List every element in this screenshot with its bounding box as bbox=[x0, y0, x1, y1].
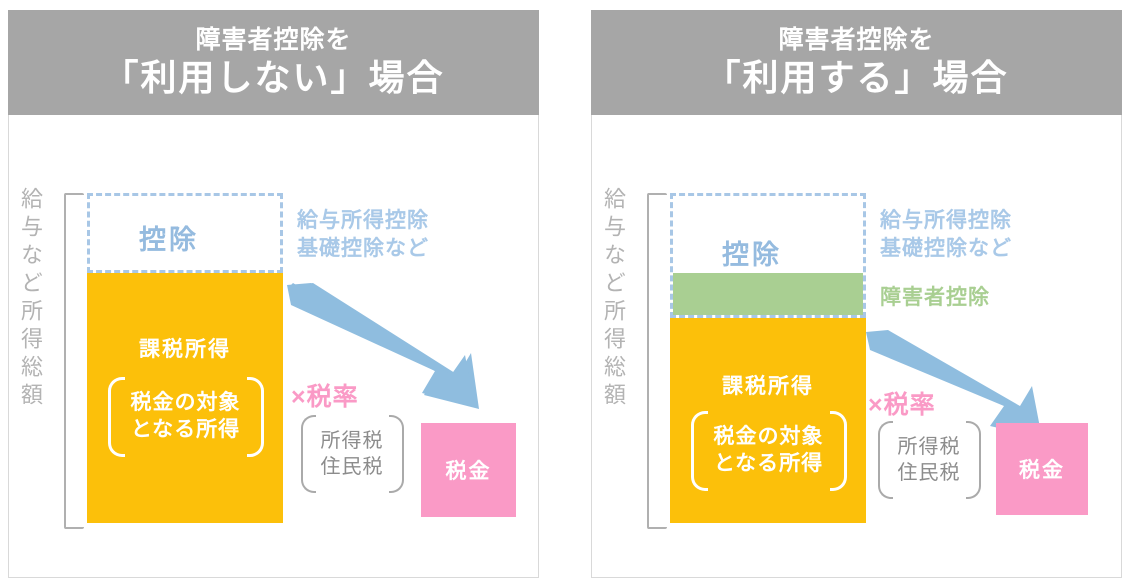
disability-deduction-note: 障害者控除 bbox=[880, 286, 990, 309]
deduction-note-line2: 基礎控除など bbox=[297, 237, 429, 261]
total-income-bracket bbox=[647, 193, 667, 529]
taxable-income-bracket-line2: となる所得 bbox=[713, 452, 824, 475]
bracket-left bbox=[300, 415, 316, 493]
tax-rate-bracket-line1: 所得税 bbox=[897, 436, 961, 458]
deduction-note-line2: 基礎控除など bbox=[880, 237, 1012, 261]
panel-header: 障害者控除を 「利用しない」場合 bbox=[8, 10, 539, 115]
bracket-left bbox=[877, 421, 893, 499]
panel-header-line1: 障害者控除を bbox=[195, 26, 352, 55]
total-income-label: 給与など所得総額 bbox=[601, 187, 626, 411]
taxable-income-title: 課税所得 bbox=[139, 338, 231, 361]
deduction-note-line1: 給与所得控除 bbox=[297, 209, 429, 232]
bracket-right bbox=[965, 421, 981, 499]
disability-deduction-band bbox=[673, 273, 863, 315]
tax-rate-bracket: 所得税 住民税 bbox=[291, 415, 413, 493]
deduction-note: 給与所得控除 基礎控除など bbox=[297, 207, 429, 264]
panel-header: 障害者控除を 「利用する」場合 bbox=[591, 10, 1122, 115]
bracket-right bbox=[388, 415, 404, 493]
taxable-income-bracket-text: 税金の対象 となる所得 bbox=[125, 388, 247, 446]
tax-label: 税金 bbox=[445, 460, 492, 483]
tax-calculation-arrow bbox=[866, 330, 1042, 438]
tax-box: 税金 bbox=[996, 423, 1088, 515]
panel-without-deduction: 障害者控除を 「利用しない」場合 給与など所得総額 控除 給与所得控除 基礎控除… bbox=[8, 10, 539, 578]
tax-label: 税金 bbox=[1019, 459, 1065, 482]
deduction-label: 控除 bbox=[722, 240, 782, 270]
bracket-right bbox=[829, 411, 847, 491]
taxable-income-bracket-line1: 税金の対象 bbox=[713, 425, 824, 449]
total-income-label: 給与など所得総額 bbox=[18, 187, 43, 411]
taxable-income-bracket-line2: となる所得 bbox=[130, 418, 241, 441]
total-income-bracket bbox=[64, 193, 84, 529]
deduction-box bbox=[87, 193, 283, 273]
taxable-income-bracket: 税金の対象 となる所得 bbox=[104, 377, 267, 457]
taxable-income-title: 課税所得 bbox=[722, 375, 814, 398]
panel-header-line2: 「利用しない」場合 bbox=[102, 56, 445, 98]
deduction-label: 控除 bbox=[139, 225, 199, 255]
bracket-right bbox=[246, 377, 264, 457]
deduction-note: 給与所得控除 基礎控除など bbox=[880, 207, 1012, 264]
tax-rate-bracket-line2: 住民税 bbox=[897, 462, 961, 484]
tax-calculation-arrow bbox=[287, 283, 479, 409]
deduction-note-line1: 給与所得控除 bbox=[880, 209, 1012, 232]
bracket-left bbox=[690, 411, 708, 491]
taxable-income-box bbox=[87, 273, 283, 523]
panel-with-deduction: 障害者控除を 「利用する」場合 給与など所得総額 控除 給与所得控除 基礎控除な… bbox=[591, 10, 1122, 578]
tax-box: 税金 bbox=[421, 423, 516, 517]
tax-rate-bracket-text: 所得税 住民税 bbox=[316, 426, 389, 482]
panel-body: 給与など所得総額 控除 給与所得控除 基礎控除など 課税所得 税金の対象 となる… bbox=[8, 115, 539, 578]
panel-header-line1: 障害者控除を bbox=[778, 26, 935, 55]
taxable-income-bracket-line1: 税金の対象 bbox=[130, 391, 241, 415]
tax-rate-bracket-line2: 住民税 bbox=[320, 456, 384, 478]
tax-rate-bracket-line1: 所得税 bbox=[320, 430, 384, 452]
panel-header-line2: 「利用する」場合 bbox=[704, 56, 1009, 98]
panel-body: 給与など所得総額 控除 給与所得控除 基礎控除など 障害者控除 課税所得 税金の… bbox=[591, 115, 1122, 578]
taxable-income-bracket-text: 税金の対象 となる所得 bbox=[708, 422, 830, 480]
tax-rate-bracket-text: 所得税 住民税 bbox=[893, 432, 966, 488]
tax-rate-bracket: 所得税 住民税 bbox=[868, 421, 990, 499]
tax-rate-label: ×税率 bbox=[868, 391, 936, 419]
taxable-income-bracket: 税金の対象 となる所得 bbox=[687, 411, 850, 491]
bracket-left bbox=[107, 377, 125, 457]
tax-rate-label: ×税率 bbox=[291, 383, 359, 411]
